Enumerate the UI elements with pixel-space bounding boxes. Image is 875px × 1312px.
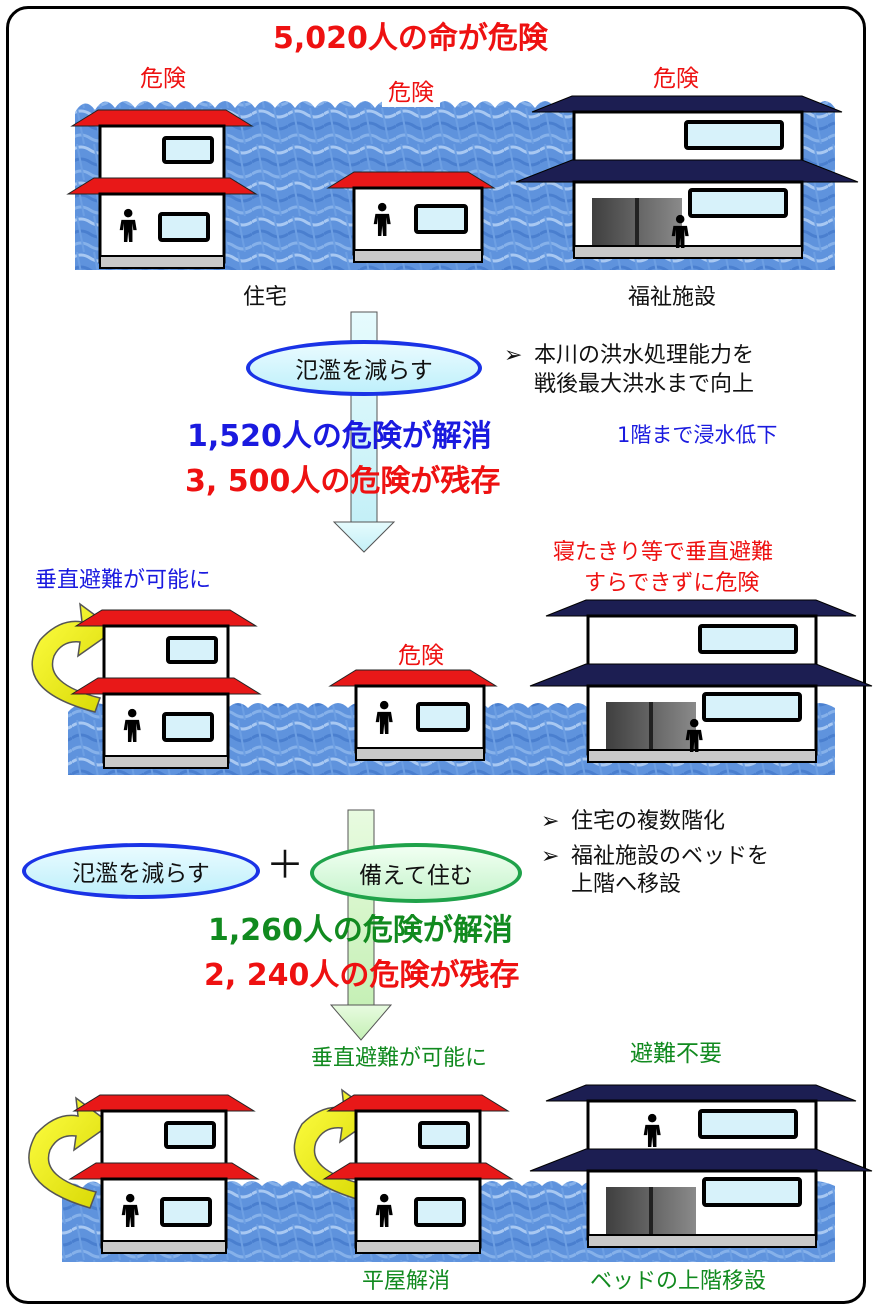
foundation xyxy=(353,249,483,263)
step1-bullets: ➢ 本川の洪水処理能力を 戦後最大洪水まで向上 xyxy=(504,342,754,399)
scene2-left-label: 垂直避難が可能に xyxy=(35,568,212,593)
measure-reduce-flooding: 氾濫を減らす xyxy=(246,340,482,396)
door-divider xyxy=(649,1187,653,1239)
roof xyxy=(545,1084,857,1102)
foundation xyxy=(103,755,229,769)
roof xyxy=(529,663,873,687)
bullet-arrow-icon: ➢ xyxy=(541,809,560,834)
window xyxy=(698,1109,798,1139)
step2-remaining: 2, 240人の危険が残存 xyxy=(204,958,520,993)
roof xyxy=(70,677,262,695)
caption-facility: 福祉施設 xyxy=(628,285,717,310)
scene2-center-label: 危険 xyxy=(398,643,444,669)
foundation xyxy=(587,749,817,763)
step2-resolved: 1,260人の危険が解消 xyxy=(208,913,513,948)
bullet-text: 住宅の複数階化 xyxy=(571,809,726,834)
foundation xyxy=(99,255,225,269)
measure-label: 備えて住む xyxy=(359,863,473,889)
window xyxy=(684,120,784,150)
roof xyxy=(545,599,857,617)
window xyxy=(416,702,470,732)
measure-label: 氾濫を減らす xyxy=(295,358,433,384)
down-arrow-icon xyxy=(329,809,393,1041)
measure-label: 氾濫を減らす xyxy=(72,861,210,887)
step1-note: 1階まで浸水低下 xyxy=(617,423,778,447)
scene2-right-label-2: すらできずに危険 xyxy=(584,571,760,596)
scene3-center-top: 垂直避難が可能に xyxy=(311,1046,488,1071)
roof xyxy=(326,1094,510,1112)
window xyxy=(158,212,210,242)
plus-sign: ＋ xyxy=(266,843,305,887)
roof xyxy=(72,1094,256,1112)
window xyxy=(166,636,218,664)
roof xyxy=(326,171,496,189)
roof xyxy=(531,95,843,113)
roof xyxy=(515,159,859,183)
window xyxy=(164,1121,216,1149)
door-divider xyxy=(649,702,653,754)
bullet-text: 上階へ移設 xyxy=(571,872,682,898)
foundation xyxy=(587,1234,817,1248)
window xyxy=(688,188,788,218)
bullet-text: 福祉施設のベッドを xyxy=(571,843,770,869)
window xyxy=(160,1197,212,1227)
roof xyxy=(70,109,254,127)
window xyxy=(414,204,468,234)
up-arrow-icon xyxy=(31,602,117,713)
danger-label-bungalow: 危険 xyxy=(382,80,440,107)
scene3-right-top: 避難不要 xyxy=(630,1041,722,1067)
danger-label-facility: 危険 xyxy=(653,66,699,92)
foundation xyxy=(355,747,485,761)
door-divider xyxy=(635,198,639,250)
up-arrow-icon xyxy=(28,1096,113,1209)
caption-house: 住宅 xyxy=(243,285,288,310)
page-title: 5,020人の命が危険 xyxy=(273,21,548,56)
bullet-arrow-icon: ➢ xyxy=(504,343,523,368)
measure-live-prepared: 備えて住む xyxy=(310,843,522,903)
scene3-right-caption: ベッドの上階移設 xyxy=(590,1269,767,1294)
step1-remaining: 3, 500人の危険が残存 xyxy=(185,464,501,499)
danger-label-house: 危険 xyxy=(140,66,186,92)
foundation xyxy=(573,245,803,259)
step2-bullets: ➢ 住宅の複数階化 ➢ 福祉施設のベッドを 上階へ移設 xyxy=(541,808,769,900)
scene3-center-caption: 平屋解消 xyxy=(362,1269,451,1294)
step1-resolved: 1,520人の危険が解消 xyxy=(187,419,492,454)
roof xyxy=(74,609,258,627)
window xyxy=(702,692,802,722)
bullet-arrow-icon: ➢ xyxy=(541,843,560,869)
window xyxy=(702,1177,802,1207)
foundation xyxy=(355,1240,481,1254)
measure-reduce-flooding: 氾濫を減らす xyxy=(22,843,260,899)
roof xyxy=(68,1162,260,1180)
outer-frame xyxy=(6,6,866,1304)
bullet-text: 本川の洪水処理能力を xyxy=(534,343,755,368)
window xyxy=(162,136,214,164)
window xyxy=(418,1121,470,1149)
roof xyxy=(328,669,498,687)
bullet-text: 戦後最大洪水まで向上 xyxy=(534,371,755,397)
roof xyxy=(529,1148,873,1172)
foundation xyxy=(101,1240,227,1254)
window xyxy=(698,624,798,654)
scene2-right-label-1: 寝たきり等で垂直避難 xyxy=(553,540,774,565)
roof xyxy=(322,1162,514,1180)
roof xyxy=(66,177,258,195)
window xyxy=(162,712,214,742)
window xyxy=(414,1197,466,1227)
